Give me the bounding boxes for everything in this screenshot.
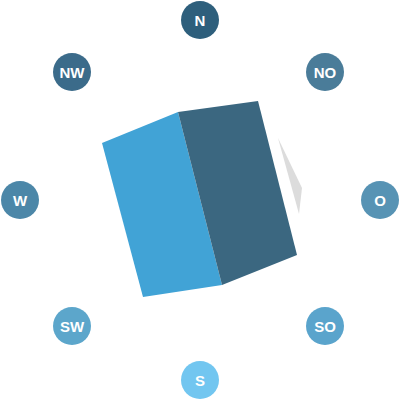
direction-circle: S [181,361,219,399]
direction-label: NO [314,65,337,80]
direction-circle: SW [53,307,91,345]
box-right-face [178,101,297,285]
direction-circle: SO [306,307,344,345]
direction-circle: NO [306,53,344,91]
direction-label: S [195,373,205,388]
direction-label: W [13,193,27,208]
direction-circle: NW [53,53,91,91]
direction-label: O [374,193,386,208]
direction-label: SW [60,319,84,334]
direction-circle: W [1,181,39,219]
direction-circle: O [361,181,399,219]
direction-label: SO [314,319,336,334]
direction-label: NW [60,65,85,80]
direction-circle: N [181,1,219,39]
direction-label: N [195,13,206,28]
